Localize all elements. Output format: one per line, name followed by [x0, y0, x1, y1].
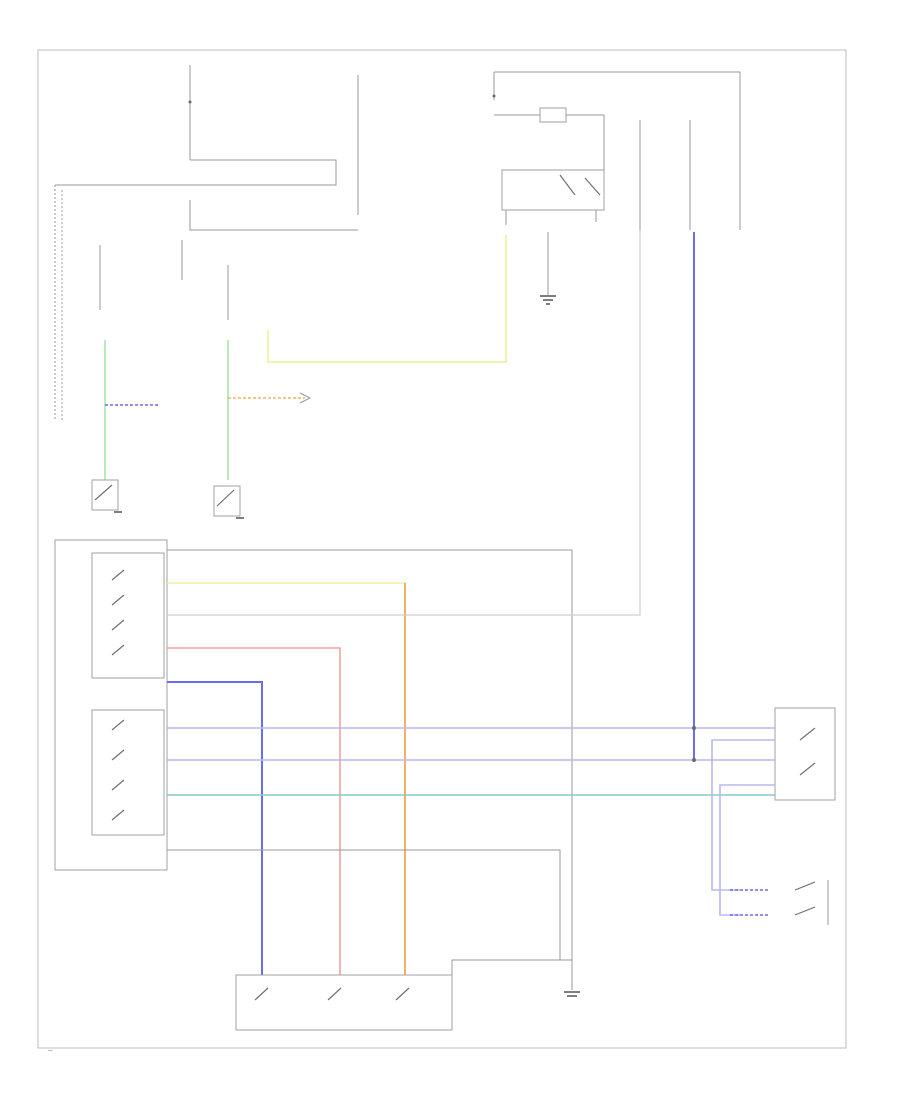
shielded-harness-line	[54, 185, 63, 420]
fuse-junction	[188, 100, 192, 104]
brake-switch-contact	[94, 484, 113, 501]
ground-icon	[540, 295, 556, 305]
bottom-actuator	[235, 959, 580, 1031]
relay-output-wire	[505, 210, 597, 225]
splice-dot	[692, 758, 696, 762]
splice-dot	[692, 726, 696, 730]
relay-coil	[539, 107, 567, 123]
fuse-junction	[492, 94, 496, 98]
light-blue-loop-wire-2	[719, 784, 775, 916]
yellow-wire-output	[167, 582, 406, 975]
control-unit-upper-section	[91, 552, 165, 679]
clutch-switch-contact	[216, 489, 235, 507]
ground-component	[540, 232, 556, 305]
arrow-icon	[299, 392, 312, 404]
corner-label: —	[48, 1048, 53, 1054]
left-switch-section	[91, 245, 312, 519]
relay-contact-switch	[559, 174, 601, 196]
blue-wire-output	[167, 681, 263, 975]
actuator-switch-contacts	[254, 987, 410, 1001]
diagram-frame	[37, 49, 847, 1049]
ground-icon	[564, 991, 580, 997]
control-unit-lower-section	[91, 709, 165, 836]
top-power-section	[54, 65, 741, 420]
ignition-harness-wire	[55, 159, 337, 186]
brake-switch-body	[91, 479, 119, 511]
relay-coil-wire	[494, 114, 605, 170]
right-switch-contacts	[799, 727, 816, 776]
grey-wire-top	[167, 549, 573, 960]
grey-wire-mid	[167, 230, 641, 616]
cruise-control-unit	[54, 539, 168, 871]
clutch-switch-body	[213, 485, 241, 517]
yellow-wire-relay	[267, 235, 507, 363]
ignition-crossover-wire	[189, 200, 358, 231]
actuator-box	[235, 974, 453, 1031]
underhood-feed-wire	[494, 71, 741, 230]
right-switch-box	[774, 707, 836, 801]
grey-wire-bottom	[167, 849, 561, 960]
power-relay-box	[501, 169, 605, 211]
lower-relay-contacts	[111, 719, 125, 821]
control-output-wires	[167, 230, 775, 975]
light-blue-loop-wire-1	[711, 739, 775, 891]
actuator-return-wire	[451, 959, 572, 975]
upper-relay-contacts	[111, 569, 125, 656]
control-unit-box	[54, 539, 168, 871]
red-wire-output	[167, 647, 341, 975]
fuse-feed-wires	[639, 120, 691, 230]
right-side-switch	[711, 707, 836, 925]
ground-icon	[114, 511, 244, 519]
lower-right-switch-contacts	[794, 881, 816, 916]
